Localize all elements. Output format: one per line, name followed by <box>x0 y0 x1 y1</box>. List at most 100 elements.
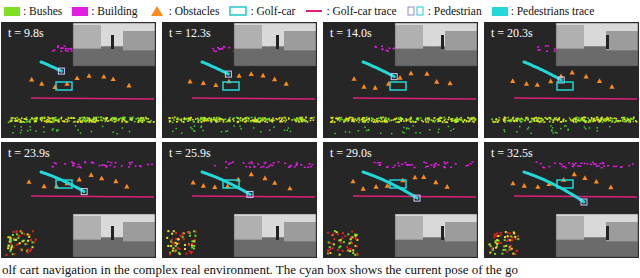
bush-point <box>381 118 383 120</box>
bush-point <box>182 236 184 238</box>
bush-point <box>228 118 230 120</box>
bush-point <box>352 120 354 122</box>
bush-point <box>177 117 179 119</box>
bush-point <box>50 118 52 120</box>
bush-point <box>197 118 199 120</box>
bush-point <box>12 231 14 233</box>
building-point <box>427 166 429 168</box>
building-point <box>107 161 109 163</box>
bush-point <box>558 119 560 121</box>
bush-point <box>95 117 97 119</box>
bush-point <box>58 121 60 123</box>
bush-point <box>448 117 450 119</box>
bush-point <box>505 245 507 247</box>
time-stamp: t = 9.8s <box>8 26 44 40</box>
panel-background <box>484 142 639 258</box>
bush-point <box>339 254 341 256</box>
obstacle-marker <box>191 180 196 185</box>
bush-point <box>28 236 30 238</box>
bush-point <box>395 121 397 123</box>
bush-point <box>303 120 305 122</box>
obstacle-marker <box>608 185 613 190</box>
bush-point <box>169 120 171 122</box>
bush-point <box>495 118 497 120</box>
bush-point <box>500 232 502 234</box>
camera-inset <box>395 214 477 257</box>
bush-point <box>177 117 179 119</box>
bush-point <box>412 120 414 122</box>
bush-point <box>19 121 21 123</box>
building-point <box>78 164 80 166</box>
bush-point <box>455 121 457 123</box>
bush-point <box>493 121 495 123</box>
bush-point <box>299 118 301 120</box>
bush-point <box>471 118 473 120</box>
bush-point <box>609 120 611 122</box>
bush-point <box>516 250 518 252</box>
bush-point <box>259 117 261 119</box>
panel-background <box>1 22 156 138</box>
bush-point <box>21 249 23 251</box>
bush-point <box>175 232 177 234</box>
building-point <box>260 166 262 168</box>
bush-point <box>33 241 35 243</box>
bush-point <box>341 237 343 239</box>
bush-point <box>191 251 193 253</box>
bush-point <box>489 252 491 254</box>
bush-point <box>171 239 173 241</box>
bush-point <box>410 118 412 120</box>
bush-point <box>85 121 87 123</box>
bush-point <box>502 249 504 251</box>
bush-point <box>142 121 144 123</box>
bush-point <box>80 117 82 119</box>
bush-point <box>183 119 185 121</box>
bush-point <box>20 120 22 122</box>
bush-point <box>16 244 18 246</box>
bush-point <box>7 247 9 249</box>
bush-point <box>617 121 619 123</box>
bush-point <box>416 118 418 120</box>
bush-point <box>585 117 587 119</box>
bush-point <box>516 120 518 122</box>
bush-point <box>536 117 538 119</box>
bush-point <box>517 118 519 120</box>
panel-background <box>323 142 478 258</box>
bush-point <box>349 250 351 252</box>
building-point <box>406 164 408 166</box>
bush-point <box>87 119 89 121</box>
building-point <box>405 162 407 164</box>
bush-point <box>285 117 287 119</box>
bush-point <box>337 119 339 121</box>
building-point <box>70 48 72 50</box>
bush-point <box>304 120 306 122</box>
bush-point <box>431 119 433 121</box>
bush-point <box>356 253 358 255</box>
bush-point <box>543 121 545 123</box>
bush-point <box>615 118 617 120</box>
bush-point <box>555 117 557 119</box>
bush-point <box>32 246 34 248</box>
camera-inset <box>234 23 316 66</box>
bush-point <box>194 235 196 237</box>
pedestrian-box <box>581 199 587 205</box>
bush-point <box>145 117 147 119</box>
bush-point <box>429 129 431 131</box>
bush-point <box>272 120 274 122</box>
building-point <box>386 166 388 168</box>
bush-point <box>188 117 190 119</box>
bush-point <box>341 119 343 121</box>
bush-point <box>268 118 270 120</box>
bush-point <box>193 245 195 247</box>
bush-point <box>361 119 363 121</box>
bush-point <box>494 121 496 123</box>
bush-point <box>252 119 254 121</box>
building-point <box>398 165 400 167</box>
building-point <box>249 166 251 168</box>
bush-point <box>367 121 369 123</box>
bush-point <box>208 117 210 119</box>
bush-point <box>386 121 388 123</box>
legend-text: : Obstacles <box>169 5 220 17</box>
bush-point <box>190 118 192 120</box>
bush-point <box>438 120 440 122</box>
